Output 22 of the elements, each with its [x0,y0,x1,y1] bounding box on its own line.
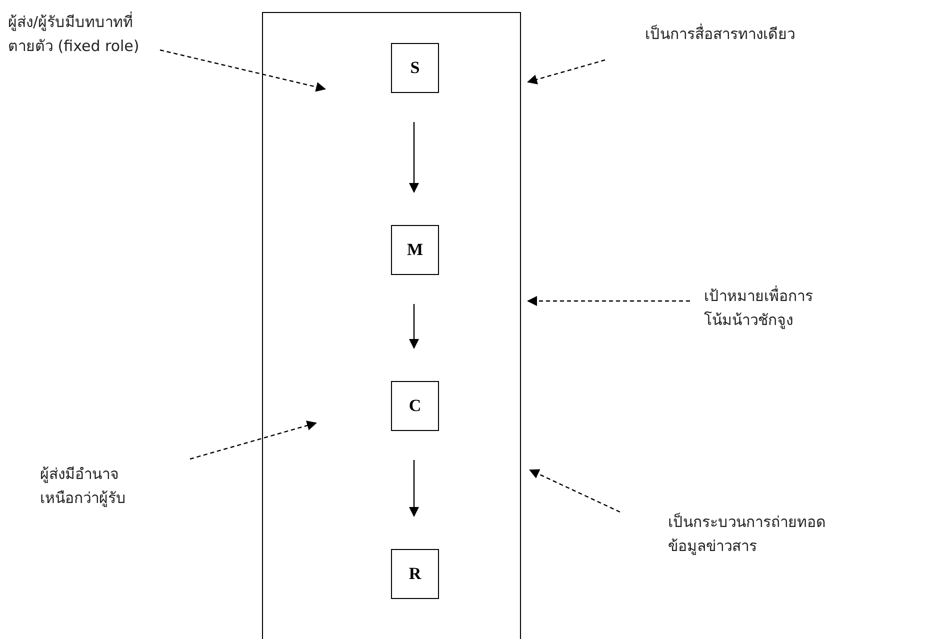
outer-frame [262,12,521,639]
callout-text: ผู้ส่งมีอำนาจเหนือกว่าผู้รับ [40,465,126,507]
callout-text: ผู้ส่ง/ผู้รับมีบทบาทที่ตายตัว (fixed role) [8,13,140,55]
arrow [409,122,419,193]
callout-text: เป็นการสื่อสารทางเดียว [645,25,795,43]
dashed-arrow [527,296,690,306]
box-label: C [408,396,422,416]
box-label: R [408,564,422,584]
process-box [391,225,439,275]
box-label: M [406,240,424,260]
callout-text: เป้าหมายเพื่อการโน้มน้าวชักจูง [704,287,813,329]
box-label: S [410,58,420,78]
callout-text: เป็นกระบวนการถ่ายทอดข้อมูลข่าวสาร [668,513,826,555]
dashed-arrow [160,49,326,92]
arrow [409,304,419,349]
dashed-arrow [527,59,606,84]
dashed-arrow [190,420,317,460]
process-box [391,381,439,431]
process-box [391,549,439,599]
arrow [409,460,419,517]
process-box [391,43,439,93]
dashed-arrow [529,469,620,513]
